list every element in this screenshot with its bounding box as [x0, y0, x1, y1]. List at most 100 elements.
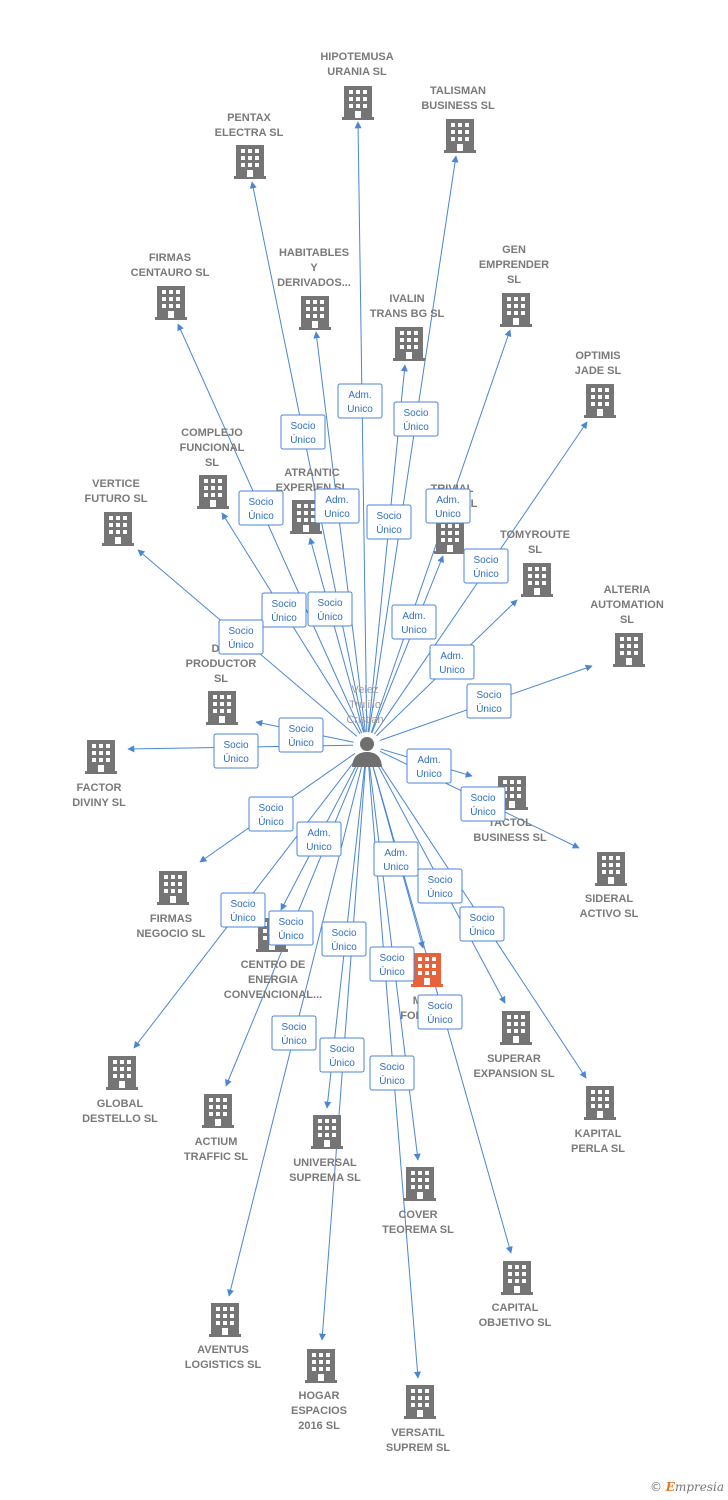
- role-tag-habitables: Adm.Unico: [314, 488, 360, 524]
- role-tag-text: Socio: [470, 793, 495, 804]
- role-tag-box: [425, 488, 471, 524]
- company-name-line: ATRANTIC: [284, 467, 339, 479]
- company-name-line: Y: [310, 262, 318, 274]
- brand-name: mpresia: [674, 1480, 724, 1494]
- role-tag-text: Único: [403, 420, 429, 433]
- role-tag-box: [248, 796, 294, 832]
- company-name-line: UNIVERSAL: [293, 1157, 357, 1169]
- company-name-line: FIRMAS: [150, 913, 192, 925]
- role-tag-text: Socio: [331, 928, 356, 939]
- building-icon: [305, 1349, 337, 1383]
- company-name-line: CENTAURO SL: [131, 267, 210, 279]
- role-tag-text: Socio: [290, 421, 315, 432]
- company-name-line: TRANS BG SL: [370, 308, 445, 320]
- company-node-firmas-centauro[interactable]: FIRMAS CENTAURO SL: [131, 252, 210, 320]
- role-tag-box: [366, 504, 412, 540]
- edge-pentax: [249, 181, 368, 746]
- company-name-line: PENTAX: [227, 112, 271, 124]
- role-tag-text: Unico: [439, 665, 465, 676]
- building-icon: [342, 86, 374, 120]
- role-tag-text: Único: [329, 1056, 355, 1069]
- company-name-line: GEN: [502, 244, 526, 256]
- company-name-line: ACTIUM: [195, 1136, 238, 1148]
- company-name-line: ENERGIA: [248, 974, 298, 986]
- role-tag-text: Socio: [427, 875, 452, 886]
- company-node-habitables[interactable]: HABITABLESYDERIVADOS...: [277, 247, 351, 330]
- company-node-ivalin[interactable]: IVALIN TRANS BG SL: [370, 293, 445, 361]
- building-icon: [500, 293, 532, 327]
- building-icon: [595, 852, 627, 886]
- role-tag-gen-emprender: Adm.Unico: [425, 488, 471, 524]
- center-name-line-2: Trujillo: [349, 699, 381, 711]
- edge-habitables: [313, 331, 368, 746]
- role-tag-box: [218, 619, 264, 655]
- role-tag-tomyroute: Adm. Unico: [429, 644, 475, 680]
- center-person[interactable]: Velez Trujillo Cristian: [346, 684, 384, 767]
- role-tag-text: Adm.: [440, 651, 463, 662]
- company-name-line: SL: [507, 274, 521, 286]
- edge-complejo: [221, 512, 368, 746]
- company-name-line: IVALIN: [389, 293, 424, 305]
- role-tag-text: Socio: [403, 408, 428, 419]
- center-name-line-1: Velez: [352, 684, 379, 696]
- company-name-line: HOGAR: [299, 1390, 340, 1402]
- company-name-line: LOGISTICS SL: [185, 1359, 262, 1371]
- company-name-line: URANIA SL: [327, 66, 387, 78]
- building-icon: [404, 1385, 436, 1419]
- building-icon: [521, 563, 553, 597]
- company-node-centro[interactable]: CENTRO DEENERGIACONVENCIONAL...: [224, 918, 322, 1001]
- role-tag-box: [314, 488, 360, 524]
- edge-trivial: [366, 555, 444, 746]
- building-icon: [434, 520, 466, 554]
- role-tag-box: [321, 921, 367, 957]
- company-name-line: VERSATIL: [391, 1427, 445, 1439]
- role-tag-mer-form: Adm.Unico: [373, 841, 419, 877]
- company-name-line: COMPLEJO: [181, 427, 243, 439]
- company-name-line: TRAFFIC SL: [184, 1151, 248, 1163]
- company-name-line: FIRMAS: [149, 252, 191, 264]
- company-node-din-productor[interactable]: DINPRODUCTORSL: [186, 643, 257, 725]
- company-name-line: 2016 SL: [298, 1420, 340, 1432]
- role-tag-box: [429, 644, 475, 680]
- company-node-actium[interactable]: ACTIUM TRAFFIC SL: [184, 1094, 248, 1163]
- company-name-line: OBJETIVO SL: [479, 1317, 552, 1329]
- person-icon: [352, 737, 382, 767]
- role-tag-box: [417, 868, 463, 904]
- role-tag-text: Único: [271, 611, 297, 624]
- edge-talisman: [366, 155, 459, 746]
- role-tag-text: Socio: [473, 555, 498, 566]
- company-name-line: CONVENCIONAL...: [224, 989, 322, 1001]
- building-icon: [613, 633, 645, 667]
